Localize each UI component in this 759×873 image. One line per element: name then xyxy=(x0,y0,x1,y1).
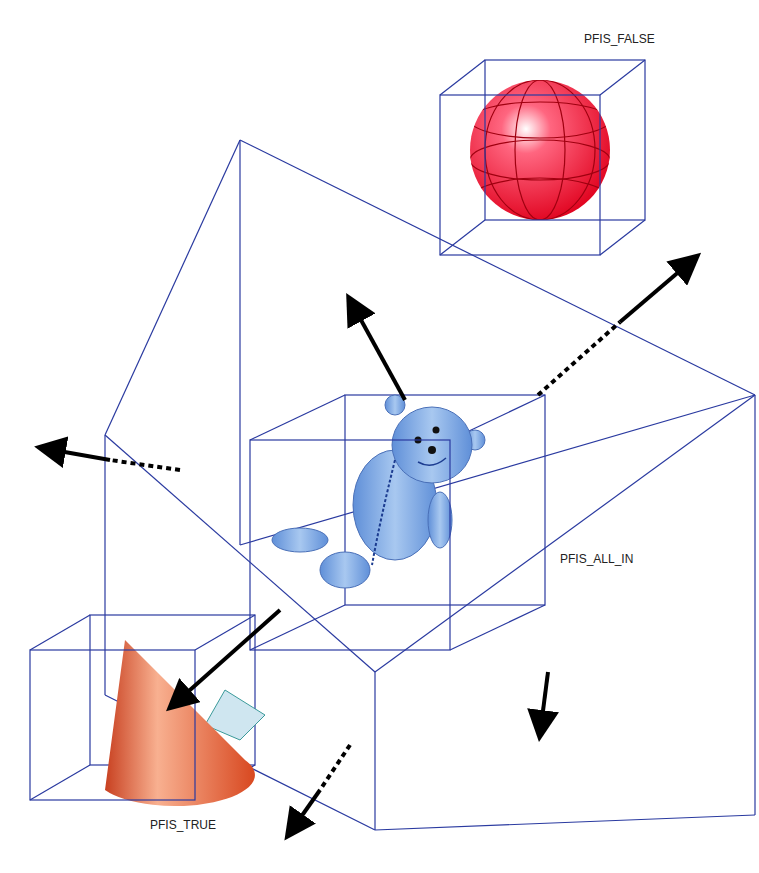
teddy-bounding-box xyxy=(250,395,545,650)
cull-result-label: PFIS_ALL_IN xyxy=(558,552,635,566)
plane-normals xyxy=(42,258,695,834)
sphere-bounding-box xyxy=(440,60,645,255)
cull-result-label: PFIS_FALSE xyxy=(582,32,657,46)
cone-bounding-box xyxy=(30,615,265,806)
cull-result-label: PFIS_TRUE xyxy=(148,818,218,832)
frustum-outline xyxy=(105,140,755,830)
